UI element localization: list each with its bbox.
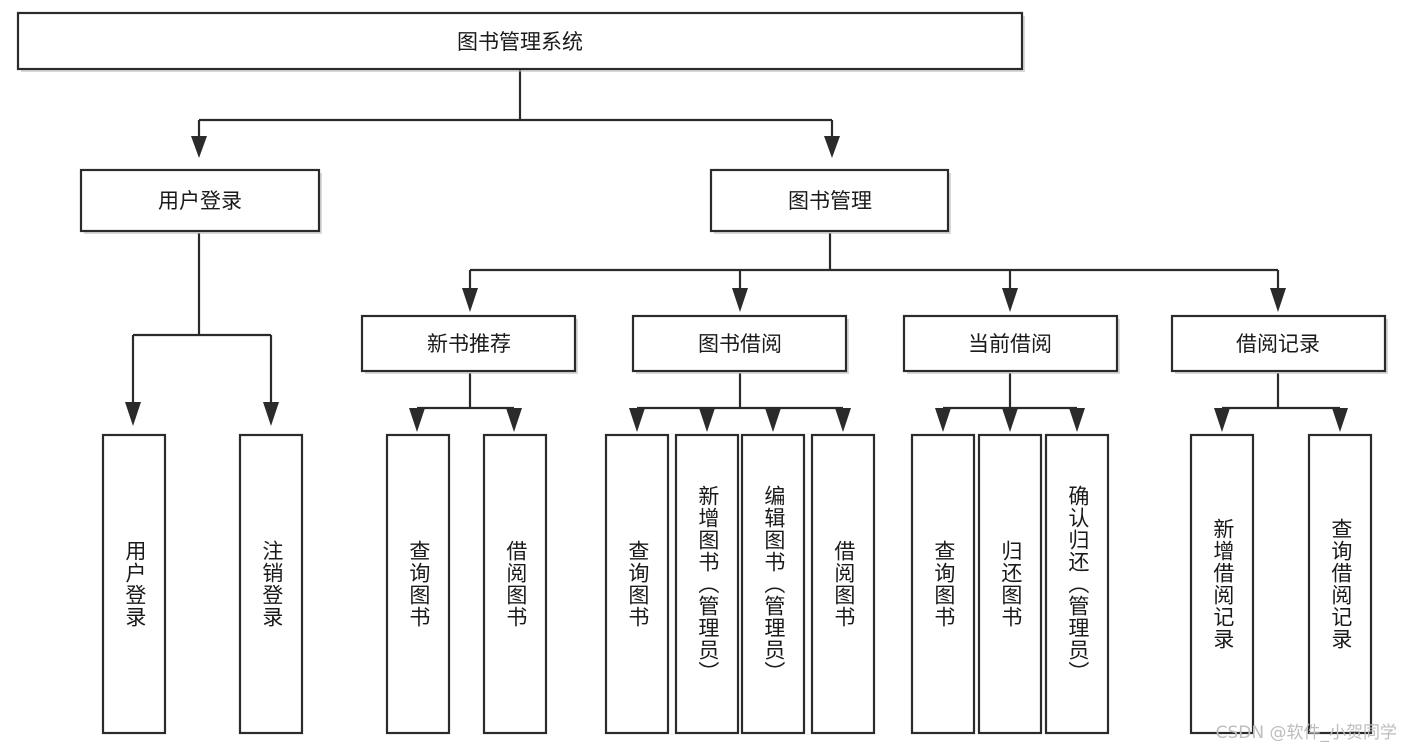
node-borrow-record-box[interactable] [1170, 314, 1387, 373]
node-leaf-user-login-box[interactable] [101, 433, 167, 735]
node-user-login-label: 用户登录 [158, 189, 242, 213]
node-leaf-cb-query-label: 查询图书 [931, 540, 956, 628]
arrow-borrowrecord-to-leaf2 [1332, 408, 1348, 432]
node-leaf-bb-add-label: 新增图书（管理员） [695, 485, 720, 683]
node-new-book-rec[interactable]: 新书推荐 [360, 314, 578, 374]
node-book-mgmt-box[interactable] [709, 168, 950, 233]
node-book-mgmt-label: 图书管理 [788, 189, 872, 213]
arrow-currentborrow-to-leaf1 [935, 408, 951, 432]
node-current-borrow[interactable]: 当前借阅 [902, 314, 1120, 374]
node-current-borrow-box[interactable] [902, 314, 1119, 373]
node-leaf-bb-borrow-label: 借阅图书 [831, 540, 856, 628]
node-leaf-br-add-label: 新增借阅记录 [1210, 518, 1235, 650]
node-borrow-record-label: 借阅记录 [1236, 332, 1320, 356]
arrow-bookborrow-to-leaf2 [699, 408, 715, 432]
arrow-bookborrow-to-leaf3 [765, 408, 781, 432]
arrow-newbook-to-leaf1 [409, 408, 425, 432]
node-book-borrow-label: 图书借阅 [698, 332, 782, 356]
node-book-borrow-box[interactable] [631, 314, 848, 373]
node-leaf-nb-query-box[interactable] [385, 433, 451, 735]
arrow-bookmgmt-to-bookborrow [732, 288, 748, 312]
node-leaf-logout-box[interactable] [238, 433, 304, 735]
arrow-bookborrow-to-leaf1 [629, 408, 645, 432]
node-new-book-rec-label: 新书推荐 [427, 332, 511, 356]
node-leaf-nb-borrow-label: 借阅图书 [503, 540, 528, 628]
node-leaf-br-add-box[interactable] [1189, 433, 1255, 735]
node-leaf-bb-edit-box[interactable] [740, 433, 806, 735]
node-leaf-br-query-label: 查询借阅记录 [1328, 518, 1353, 650]
arrow-bookmgmt-to-newbook [462, 288, 478, 312]
node-new-book-rec-box[interactable] [360, 314, 577, 373]
arrow-bookmgmt-to-currentborrow [1002, 288, 1018, 312]
node-leaf-cb-confirm-box[interactable] [1044, 433, 1110, 735]
node-root[interactable]: 图书管理系统 [16, 11, 1025, 72]
connector-group [125, 68, 1348, 432]
node-leaf-cb-return-label: 归还图书 [998, 540, 1023, 628]
node-user-login[interactable]: 用户登录 [79, 168, 322, 234]
arrow-root-to-book-mgmt [824, 136, 840, 158]
arrow-currentborrow-to-leaf3 [1069, 408, 1085, 432]
node-leaf-bb-query-box[interactable] [604, 433, 670, 735]
node-leaf-nb-query-label: 查询图书 [406, 540, 431, 628]
node-leaf-bb-borrow-box[interactable] [810, 433, 876, 735]
node-book-borrow[interactable]: 图书借阅 [631, 314, 849, 374]
arrow-userlogin-to-leaf1 [125, 402, 141, 426]
node-leaf-logout-label: 注销登录 [259, 540, 284, 628]
node-user-login-box[interactable] [79, 168, 321, 233]
node-borrow-record[interactable]: 借阅记录 [1170, 314, 1388, 374]
node-leaf-br-query-box[interactable] [1307, 433, 1373, 735]
node-leaf-cb-query-box[interactable] [910, 433, 976, 735]
arrow-currentborrow-to-leaf2 [1002, 408, 1018, 432]
watermark-text: CSDN @软件_小贺同学 [1215, 723, 1397, 743]
node-root-box[interactable] [16, 11, 1024, 71]
arrow-bookborrow-to-leaf4 [835, 408, 851, 432]
node-leaf-bb-query-label: 查询图书 [625, 540, 650, 628]
node-leaf-user-login-label: 用户登录 [122, 540, 147, 628]
arrow-borrowrecord-to-leaf1 [1214, 408, 1230, 432]
node-book-mgmt[interactable]: 图书管理 [709, 168, 951, 234]
node-leaf-cb-confirm-label: 确认归还（管理员） [1065, 485, 1090, 683]
node-root-label: 图书管理系统 [457, 30, 583, 54]
arrow-userlogin-to-leaf2 [263, 402, 279, 426]
node-leaf-bb-edit-label: 编辑图书（管理员） [761, 485, 786, 683]
node-leaf-bb-add-box[interactable] [674, 433, 740, 735]
node-current-borrow-label: 当前借阅 [968, 332, 1052, 356]
arrow-newbook-to-leaf2 [506, 408, 522, 432]
node-leaf-nb-borrow-box[interactable] [482, 433, 548, 735]
arrow-root-to-user-login [191, 136, 207, 158]
node-leaf-cb-return-box[interactable] [977, 433, 1043, 735]
arrow-bookmgmt-to-borrowrecord [1270, 288, 1286, 312]
